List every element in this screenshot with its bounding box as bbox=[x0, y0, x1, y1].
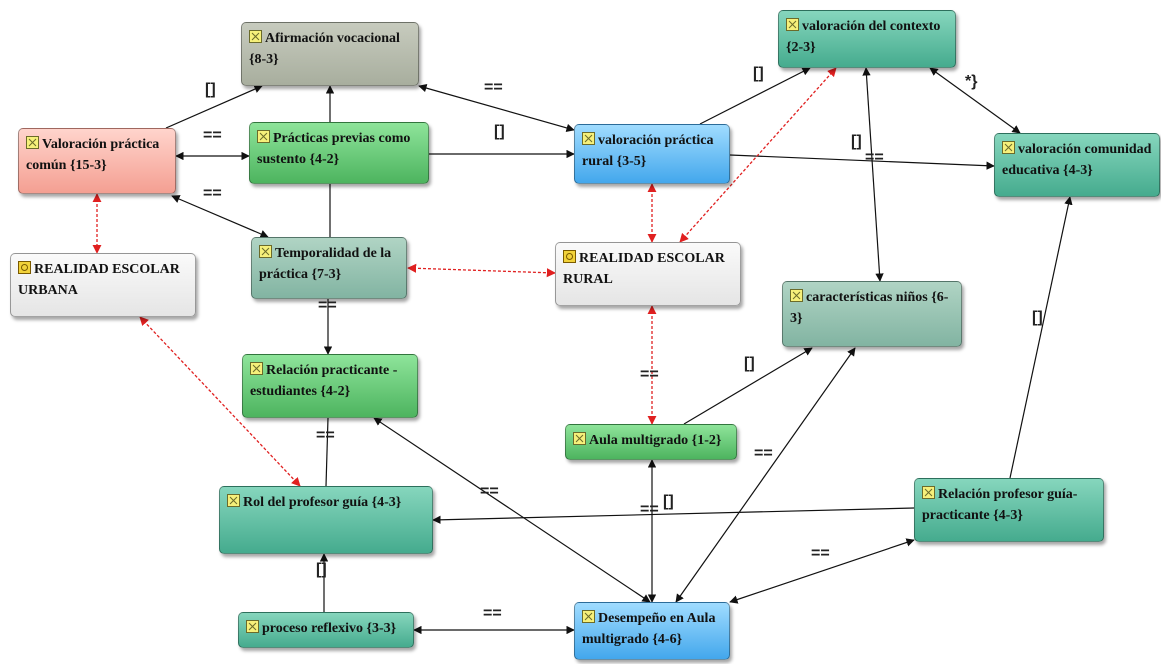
node-label: valoración del contexto {2-3} bbox=[786, 19, 941, 55]
edge-label: == bbox=[203, 185, 222, 202]
note-icon bbox=[249, 29, 262, 43]
note-icon bbox=[573, 431, 586, 445]
node-afirmacion-vocacional[interactable]: Afirmación vocacional {8-3} bbox=[241, 22, 419, 86]
edge-contexto-ninos bbox=[862, 67, 884, 282]
note-icon bbox=[790, 288, 803, 302]
edge-label: == bbox=[483, 605, 502, 622]
node-desempeno-aula[interactable]: Desempeño en Aula multigrado {4-6} bbox=[574, 602, 730, 660]
edge-relacion-desempeno bbox=[373, 417, 651, 603]
node-relacion-practicante[interactable]: Relación practicante - estudiantes {4-2} bbox=[242, 354, 418, 418]
note-icon bbox=[582, 609, 595, 623]
edge-comun-afirmacion bbox=[165, 85, 263, 129]
edge-label: [] bbox=[1032, 309, 1043, 326]
note-icon bbox=[250, 361, 263, 375]
node-label: Afirmación vocacional {8-3} bbox=[249, 31, 400, 67]
node-label: valoración práctica rural {3-5} bbox=[582, 133, 714, 169]
node-label: Valoración práctica común {15-3} bbox=[26, 137, 160, 173]
edge-label: == bbox=[484, 79, 503, 96]
edge-rol-relacionprof bbox=[432, 507, 915, 525]
edge-label: == bbox=[811, 545, 830, 562]
edge-urbana-rol bbox=[139, 316, 301, 487]
node-aula-multigrado[interactable]: Aula multigrado {1-2} bbox=[565, 424, 737, 460]
node-valoracion-practica-rural[interactable]: valoración práctica rural {3-5} bbox=[574, 124, 730, 184]
node-label: Relación practicante - estudiantes {4-2} bbox=[250, 363, 398, 399]
node-label: Relación profesor guía- practicante {4-3… bbox=[922, 487, 1078, 523]
edge-label: == bbox=[480, 483, 499, 500]
edge-label: *} bbox=[965, 73, 978, 90]
note-icon bbox=[582, 131, 595, 145]
edge-desempeno-relacionprof bbox=[729, 538, 915, 604]
edge-label: == bbox=[640, 366, 659, 383]
edge-label: [] bbox=[744, 355, 755, 372]
note-icon bbox=[227, 493, 240, 507]
edge-realidadrural-contexto bbox=[679, 67, 837, 243]
node-caracteristicas-ninos[interactable]: características niños {6-3} bbox=[782, 281, 962, 347]
node-practicas-previas[interactable]: Prácticas previas como sustento {4-2} bbox=[249, 122, 429, 184]
note-icon bbox=[259, 244, 272, 258]
node-label: valoración comunidad educativa {4-3} bbox=[1002, 142, 1152, 178]
edge-label: == bbox=[754, 445, 773, 462]
node-label: REALIDAD ESCOLAR URBANA bbox=[18, 262, 180, 298]
code-icon bbox=[18, 260, 31, 274]
node-realidad-rural[interactable]: REALIDAD ESCOLAR RURAL bbox=[555, 242, 741, 306]
note-icon bbox=[786, 17, 799, 31]
node-temporalidad[interactable]: Temporalidad de la práctica {7-3} bbox=[251, 237, 407, 299]
edge-afirmacion-rural bbox=[418, 84, 575, 132]
edge-desempeno-ninos bbox=[675, 347, 856, 603]
node-label: Prácticas previas como sustento {4-2} bbox=[257, 131, 411, 167]
edge-label: [] bbox=[205, 81, 216, 98]
edge-label: == bbox=[203, 127, 222, 144]
node-rol-profesor-guia[interactable]: Rol del profesor guía {4-3} bbox=[219, 486, 433, 554]
node-label: Aula multigrado {1-2} bbox=[589, 433, 722, 448]
node-label: REALIDAD ESCOLAR RURAL bbox=[563, 251, 725, 287]
node-valoracion-contexto[interactable]: valoración del contexto {2-3} bbox=[778, 10, 956, 68]
node-relacion-profesor-guia[interactable]: Relación profesor guía- practicante {4-3… bbox=[914, 478, 1104, 542]
edge-label: [] bbox=[316, 561, 327, 578]
edge-label: == bbox=[318, 297, 337, 314]
node-label: características niños {6-3} bbox=[790, 290, 949, 326]
edge-relacion-rol bbox=[325, 417, 329, 487]
edge-comun-temporalidad bbox=[171, 195, 269, 238]
note-icon bbox=[246, 619, 259, 633]
edge-contexto-comunidad bbox=[929, 67, 1021, 134]
node-label: proceso reflexivo {3-3} bbox=[262, 621, 397, 636]
edge-label: [] bbox=[753, 65, 764, 82]
node-label: Temporalidad de la práctica {7-3} bbox=[259, 246, 392, 282]
node-proceso-reflexivo[interactable]: proceso reflexivo {3-3} bbox=[238, 612, 414, 648]
edge-label: [] bbox=[851, 133, 862, 150]
edge-label: == bbox=[865, 149, 884, 166]
node-realidad-urbana[interactable]: REALIDAD ESCOLAR URBANA bbox=[10, 253, 196, 317]
note-icon bbox=[922, 485, 935, 499]
edge-label: == bbox=[640, 501, 659, 518]
note-icon bbox=[1002, 140, 1015, 154]
edge-label: [] bbox=[663, 493, 674, 510]
node-label: Desempeño en Aula multigrado {4-6} bbox=[582, 611, 716, 647]
node-valoracion-practica-comun[interactable]: Valoración práctica común {15-3} bbox=[18, 128, 176, 194]
edge-relacionprof-comunidad bbox=[1009, 196, 1073, 479]
note-icon bbox=[26, 135, 39, 149]
node-valoracion-comunidad[interactable]: valoración comunidad educativa {4-3} bbox=[994, 133, 1160, 197]
code-icon bbox=[563, 249, 576, 263]
node-label: Rol del profesor guía {4-3} bbox=[243, 495, 402, 510]
note-icon bbox=[257, 129, 270, 143]
edge-label: [] bbox=[494, 123, 505, 140]
edge-label: == bbox=[316, 427, 335, 444]
edge-temporalidad-realidadrural bbox=[407, 263, 556, 278]
edge-rural-comunidad bbox=[729, 154, 995, 170]
